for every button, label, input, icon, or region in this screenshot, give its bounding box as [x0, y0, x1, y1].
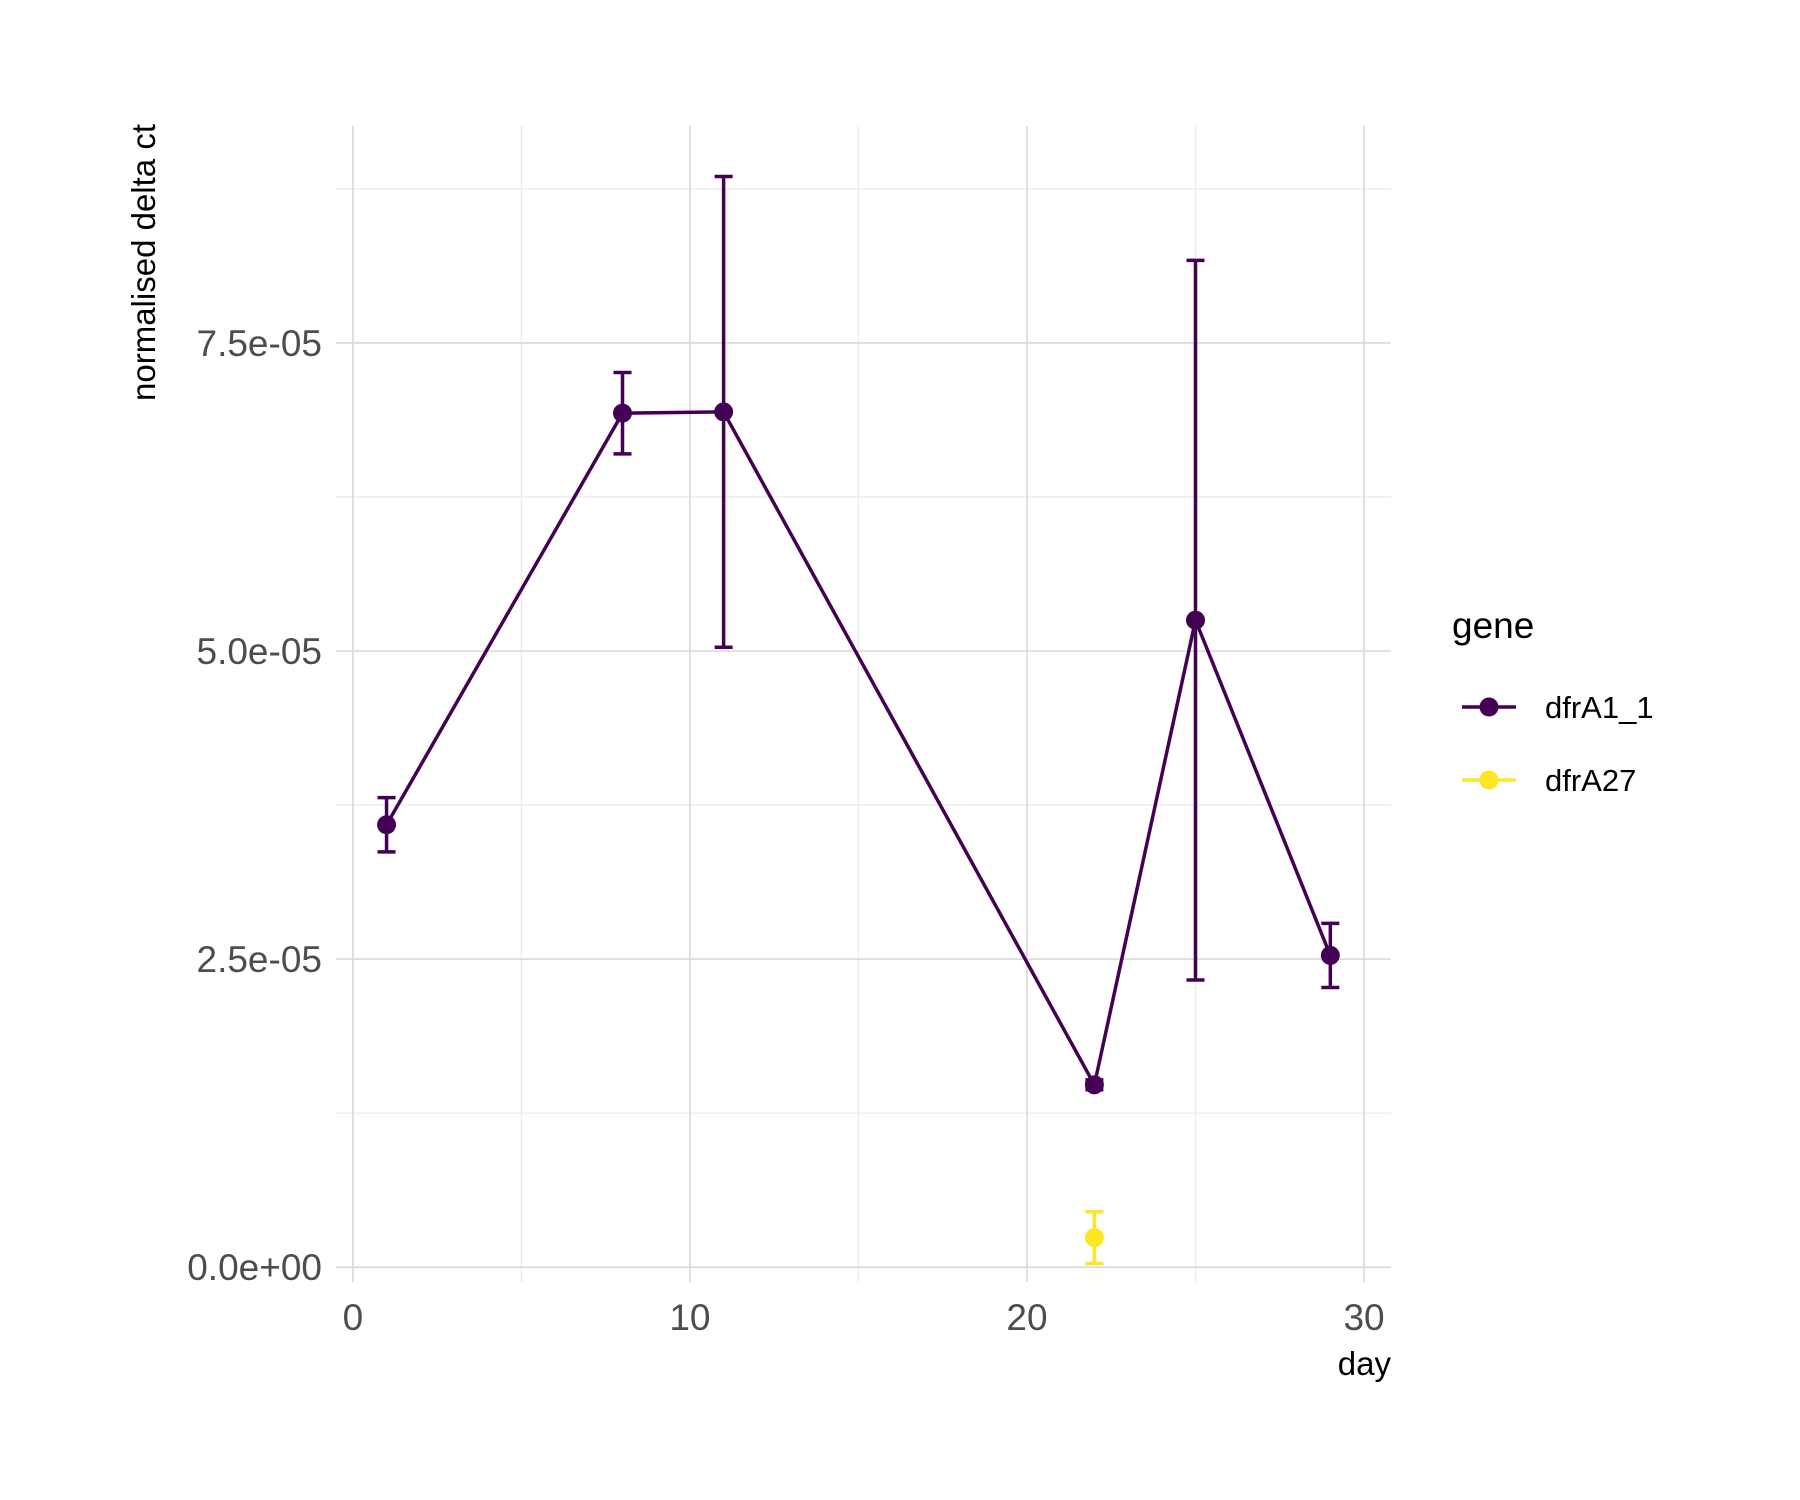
data-point [714, 402, 734, 422]
legend-label: dfrA1_1 [1545, 690, 1654, 725]
series-dfrA27 [1084, 1210, 1104, 1266]
y-tick-label: 7.5e-05 [197, 323, 323, 364]
data-point [613, 403, 633, 423]
x-tick-label: 30 [1343, 1297, 1384, 1338]
series-line [385, 410, 1332, 1087]
series-dfrA1_1 [377, 174, 1340, 1095]
y-tick-label: 0.0e+00 [187, 1247, 322, 1288]
x-axis-title: day [1338, 1345, 1392, 1382]
legend-keys: dfrA1_1 dfrA27 [1462, 690, 1654, 798]
legend-marker [1479, 697, 1499, 717]
legend-key: dfrA1_1 [1462, 690, 1654, 725]
legend-marker [1479, 770, 1499, 790]
legend-key: dfrA27 [1462, 763, 1636, 798]
data-point [1084, 1228, 1104, 1248]
legend-label: dfrA27 [1545, 763, 1636, 798]
legend: gene dfrA1_1 dfrA27 [1452, 605, 1654, 798]
data-point [377, 815, 397, 835]
major-gridlines [336, 126, 1391, 1282]
x-axis-ticks: 0 10 20 30 [343, 1297, 1385, 1338]
x-tick-label: 10 [669, 1297, 710, 1338]
y-tick-label: 2.5e-05 [197, 939, 323, 980]
data-point [1320, 945, 1340, 965]
y-axis-title: normalised delta ct [125, 124, 162, 401]
y-tick-label: 5.0e-05 [197, 631, 323, 672]
data-point [1186, 610, 1206, 630]
plot-area [377, 174, 1340, 1266]
legend-title: gene [1452, 605, 1534, 646]
data-point [1084, 1075, 1104, 1095]
x-tick-label: 0 [343, 1297, 364, 1338]
y-axis-ticks: 0.0e+00 2.5e-05 5.0e-05 7.5e-05 [187, 323, 322, 1288]
x-tick-label: 20 [1006, 1297, 1047, 1338]
minor-gridlines [336, 126, 1391, 1282]
